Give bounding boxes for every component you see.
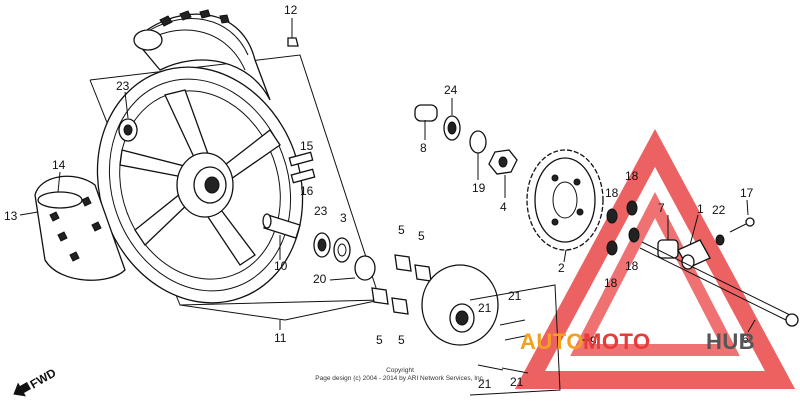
leader-lines: [19, 18, 756, 341]
rear-tire-drawing: [133, 9, 271, 101]
callout-1: 1: [697, 202, 704, 216]
callout-14: 14: [52, 158, 66, 172]
fwd-label: FWD: [28, 365, 59, 391]
fwd-arrow-icon: [13, 382, 31, 397]
callout-5-d: 5: [398, 333, 405, 347]
cast-wheel-drawing: [34, 66, 304, 304]
callout-18-c: 18: [625, 259, 639, 273]
callout-4: 4: [500, 200, 507, 214]
callout-15: 15: [300, 139, 314, 153]
callout-5-b: 5: [418, 229, 425, 243]
watermark-hub: HUB: [706, 329, 755, 354]
callout-18-b: 18: [625, 169, 639, 183]
callout-5-a: 5: [398, 223, 405, 237]
small-parts-drawing: [118, 37, 799, 396]
callout-10: 10: [274, 259, 288, 273]
callout-22: 22: [712, 203, 726, 217]
callout-8: 8: [420, 141, 427, 155]
callout-17: 17: [740, 186, 754, 200]
watermark-text: AUTO MOTO HUB: [520, 329, 755, 354]
callout-13: 13: [4, 209, 18, 223]
callout-20: 20: [313, 272, 327, 286]
fwd-direction-indicator: FWD: [13, 365, 59, 397]
callout-7: 7: [658, 201, 665, 215]
callout-19: 19: [472, 181, 486, 195]
callout-labels: 1 2 3 4 5 5 5 5 6 7 8 9 10 11 12 13 14 1…: [4, 3, 754, 391]
callout-5-c: 5: [376, 333, 383, 347]
callout-21-b: 21: [478, 301, 492, 315]
callout-11: 11: [274, 331, 287, 345]
callout-18-d: 18: [604, 276, 618, 290]
callout-21-d: 21: [510, 375, 524, 389]
callout-23-b: 23: [314, 204, 328, 218]
callout-21-c: 21: [478, 377, 492, 391]
callout-23-a: 23: [116, 79, 130, 93]
callout-21-a: 21: [508, 289, 522, 303]
callout-16: 16: [300, 184, 314, 198]
watermark-auto: AUTO: [520, 329, 584, 354]
copyright-line-1: Copyright: [386, 367, 414, 374]
copyright-line-2: Page design (c) 2004 - 2014 by ARI Netwo…: [315, 375, 485, 382]
callout-12: 12: [284, 3, 298, 17]
callout-18-a: 18: [605, 186, 619, 200]
watermark-moto: MOTO: [583, 329, 651, 354]
callout-3: 3: [340, 211, 347, 225]
callout-9: 9: [590, 334, 597, 348]
watermark-triangle: [514, 129, 796, 389]
callout-6: 6: [742, 332, 749, 346]
callout-24: 24: [444, 83, 458, 97]
callout-2: 2: [558, 261, 565, 275]
